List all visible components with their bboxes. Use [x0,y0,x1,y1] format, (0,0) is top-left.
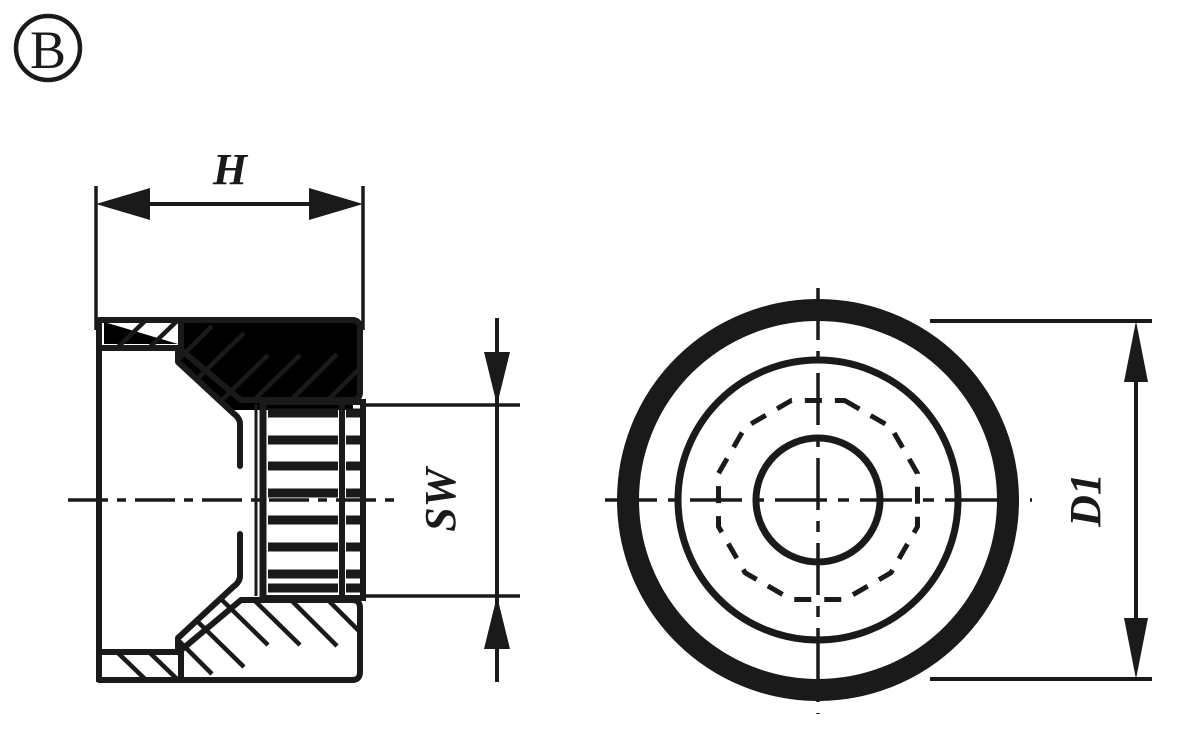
variant-label-badge: B [13,13,83,83]
thread-bars [268,408,338,593]
dim-d1-label: D1 [1061,473,1110,528]
dim-sw-arrow-top [484,352,510,405]
dim-h-label: H [212,145,249,194]
internal-thread [254,399,366,601]
section-inner-wall-lower [96,531,243,655]
hatch-lines-upper [116,319,361,402]
dim-d1-arrow-bottom [1124,618,1148,679]
dim-h-arrow-right [309,188,363,220]
dimension-H: H [94,145,365,330]
hidden-hex-outline [716,398,920,602]
front-view [605,288,1032,714]
dimension-D1: D1 [930,319,1152,681]
dim-sw-arrow-bottom [484,596,510,649]
thread-ticks [346,408,362,593]
dim-h-arrow-left [96,188,150,220]
dim-sw-label: SW [416,465,465,531]
dim-d1-arrow-top [1124,321,1148,382]
section-hatching-upper [104,322,359,410]
section-inner-wall-upper [96,345,243,469]
front-centerlines [605,288,1032,714]
section-profile-lower [96,597,363,683]
knurl-teeth [618,300,1018,700]
variant-badge-letter: B [30,20,66,80]
variant-badge-circle [13,13,83,83]
section-view [68,317,400,683]
dimension-SW: SW [360,318,520,682]
hatch-lines-lower [116,598,361,681]
